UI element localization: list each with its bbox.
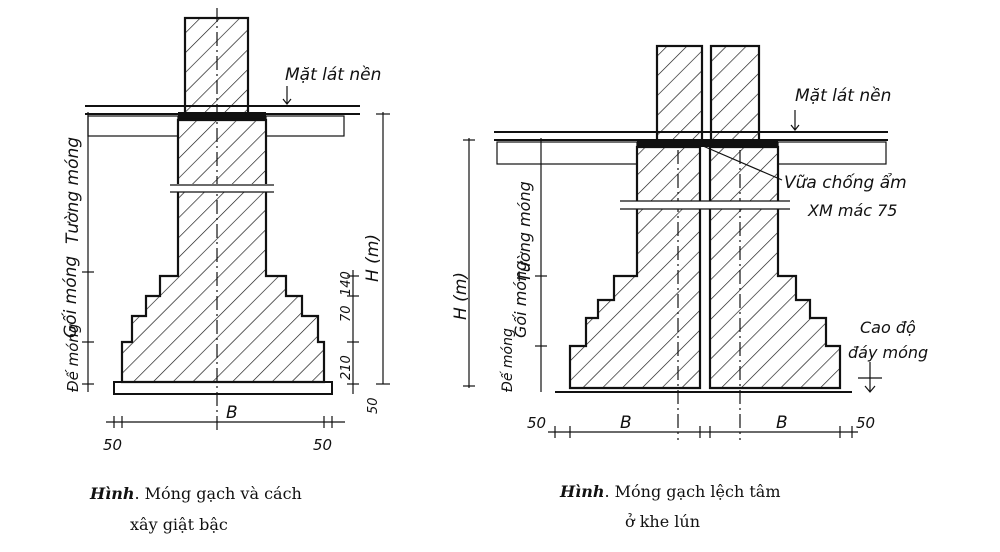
- right-upper-wall-right: [709, 44, 761, 144]
- right-caption-line2: ở khe lún: [625, 512, 700, 531]
- right-dim-50-b: 50: [856, 414, 875, 432]
- left-caption-line1: Hình. Móng gạch và cách: [89, 484, 302, 503]
- left-caption-line2: xây giật bậc: [130, 515, 228, 534]
- left-floor-label: Mặt lát nền: [285, 64, 381, 85]
- left-slab-left: [87, 115, 179, 137]
- left-foundation-body: [120, 118, 326, 384]
- right-slab-left: [496, 141, 638, 165]
- left-dim-140: 140: [339, 271, 354, 296]
- right-mortar-leader: [702, 145, 783, 181]
- right-mortar-label: Vữa chống ẩm: [784, 172, 907, 193]
- right-slab-right: [777, 141, 887, 165]
- left-damp-course: [178, 112, 266, 120]
- left-base-pad: [113, 381, 333, 395]
- left-base-label: Đế móng: [64, 324, 82, 392]
- left-dim-50-a: 50: [103, 436, 122, 454]
- right-mortar-grade: XM mác 75: [807, 201, 897, 220]
- left-wall-label: Tường móng: [63, 137, 83, 244]
- right-base-label: Đế móng: [499, 328, 516, 392]
- right-figure: Mặt lát nền Vữa chống ẩm XM mác 75 Tường…: [451, 44, 928, 531]
- left-dim-210: 210: [339, 355, 354, 380]
- left-dim-50-right: 50: [366, 397, 381, 414]
- right-dim-b-a: B: [620, 413, 632, 433]
- left-dim-b: B: [226, 403, 238, 423]
- left-dim-70: 70: [339, 305, 354, 322]
- right-wall-label: Tường móng: [515, 181, 534, 282]
- right-dim-50-a: 50: [527, 414, 546, 432]
- right-caption-line1: Hình. Móng gạch lệch tâm: [559, 482, 781, 501]
- right-floor-label: Mặt lát nền: [795, 85, 891, 106]
- left-upper-wall: [183, 16, 250, 116]
- left-dim-h: H (m): [363, 234, 383, 282]
- left-dim-50-b: 50: [313, 436, 332, 454]
- right-foundation-left: [568, 145, 702, 390]
- right-level-label-2: đáy móng: [848, 343, 928, 362]
- right-dim-b-b: B: [776, 413, 788, 433]
- right-dim-h: H (m): [451, 272, 471, 320]
- right-footing-label: Gối móng: [511, 261, 530, 338]
- right-upper-wall-left: [655, 44, 704, 144]
- right-level-label-1: Cao độ: [860, 318, 916, 337]
- left-figure: Mặt lát nền Tường móng Gối móng Đế móng …: [60, 8, 390, 534]
- left-slab-right: [265, 115, 345, 137]
- right-damp-course: [637, 140, 778, 147]
- left-footing-label-1: Gối móng: [60, 256, 81, 338]
